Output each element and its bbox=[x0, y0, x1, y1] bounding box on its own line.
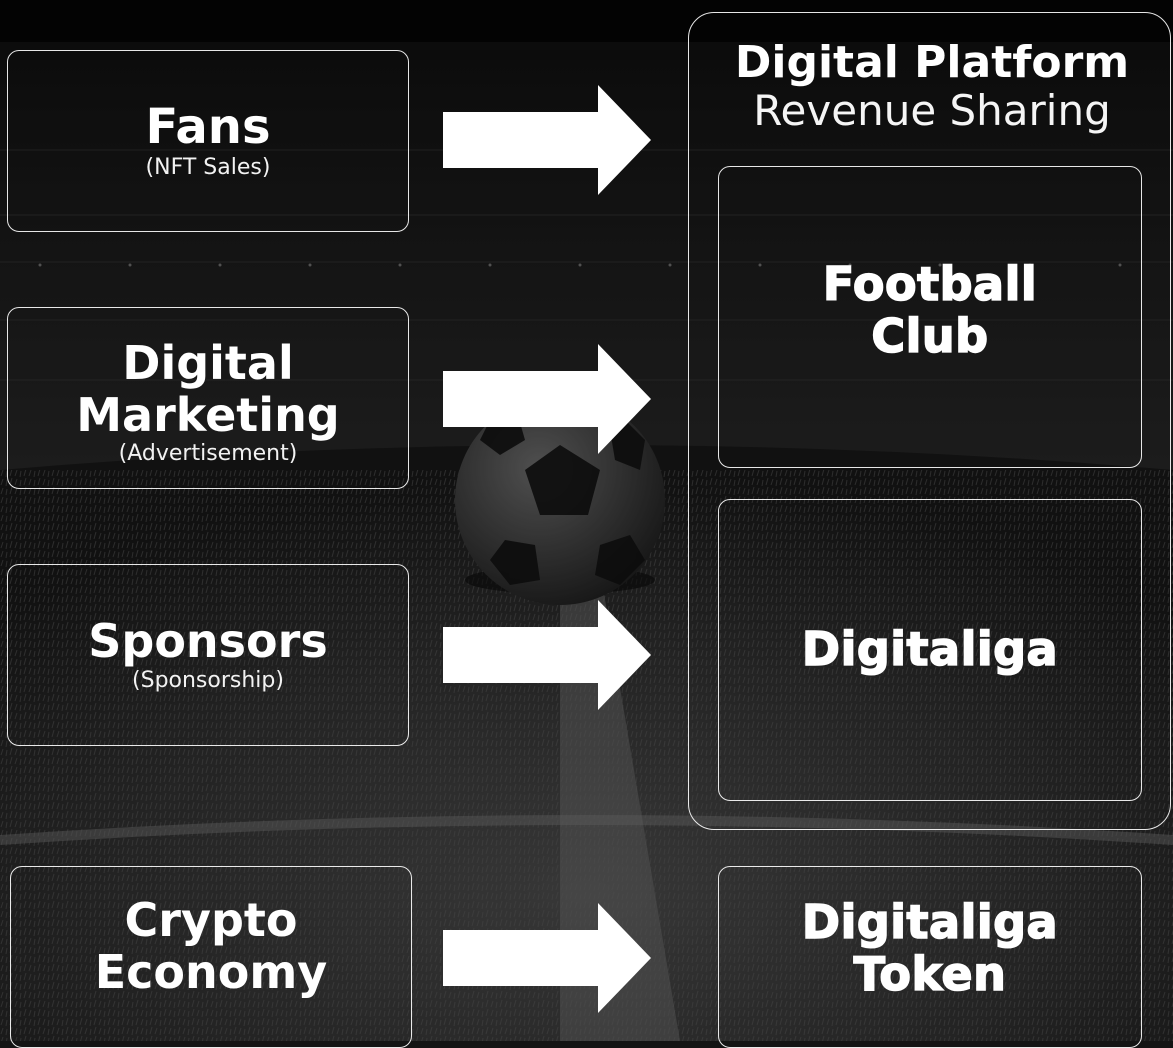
digitaliga-title: Digitaliga bbox=[801, 622, 1059, 677]
digitaliga-box: Digitaliga bbox=[718, 499, 1142, 801]
revenue-sharing-subtitle: Revenue Sharing bbox=[753, 86, 1111, 136]
digitaliga-token-box: Digitaliga Token bbox=[718, 866, 1142, 1048]
arrow-right-icon bbox=[443, 600, 651, 710]
digital-marketing-box: Digital Marketing (Advertisement) bbox=[7, 307, 409, 489]
arrow-right-icon bbox=[443, 903, 651, 1013]
fans-box: Fans (NFT Sales) bbox=[7, 50, 409, 232]
fans-title: Fans bbox=[145, 98, 271, 155]
digital-platform-header: Digital Platform Revenue Sharing bbox=[690, 37, 1173, 136]
digital-marketing-subtitle: (Advertisement) bbox=[118, 441, 298, 467]
sponsors-box: Sponsors (Sponsorship) bbox=[7, 564, 409, 746]
crypto-economy-box: Crypto Economy bbox=[10, 866, 412, 1048]
football-club-box: Football Club bbox=[718, 166, 1142, 468]
arrow-right-icon bbox=[443, 85, 651, 195]
sponsors-title: Sponsors bbox=[88, 614, 328, 669]
football-club-title: Football Club bbox=[822, 257, 1038, 363]
digitaliga-token-title: Digitaliga Token bbox=[801, 895, 1059, 1001]
digital-marketing-title: Digital Marketing bbox=[76, 336, 340, 442]
arrow-right-icon bbox=[443, 344, 651, 454]
sponsors-subtitle: (Sponsorship) bbox=[132, 667, 284, 693]
crypto-economy-title: Crypto Economy bbox=[94, 893, 328, 999]
digital-platform-title: Digital Platform bbox=[734, 37, 1130, 88]
digital-platform-frame bbox=[688, 12, 1171, 830]
fans-subtitle: (NFT Sales) bbox=[145, 154, 271, 180]
